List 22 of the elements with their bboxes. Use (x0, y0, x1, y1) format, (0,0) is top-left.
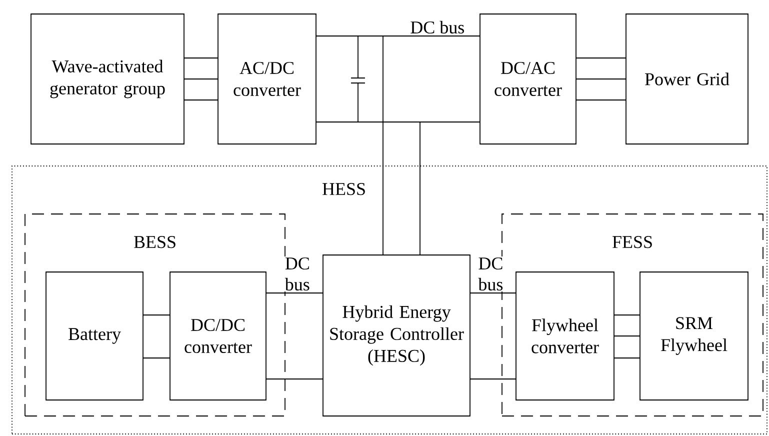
converter-box: DC/DC converter (170, 272, 266, 400)
component-box: SRM Flywheel (640, 272, 748, 400)
connector-line (576, 78, 626, 80)
component-box: Hybrid Energy Storage Controller (HESC) (322, 254, 470, 416)
connector-line (142, 314, 170, 316)
edge-label: DC bus (474, 256, 507, 292)
connector-line (184, 78, 218, 80)
converter-box: Flywheel converter (516, 272, 614, 400)
component-box: Power Grid (626, 14, 748, 144)
component-box: Battery (46, 272, 144, 400)
connector-line (266, 292, 324, 294)
connector-line (382, 36, 480, 256)
connector-line (470, 292, 516, 294)
connector-line (266, 378, 324, 380)
component-box: Wave-activated generator group (30, 14, 184, 144)
converter-box: AC/DC converter (218, 14, 316, 144)
connector-line (614, 314, 640, 316)
connector-line (470, 378, 516, 380)
connector-line (420, 122, 480, 256)
converter-box: DC/AC converter (480, 14, 576, 144)
edge-label: DC bus (409, 20, 466, 35)
edge-label: DC bus (281, 256, 314, 292)
